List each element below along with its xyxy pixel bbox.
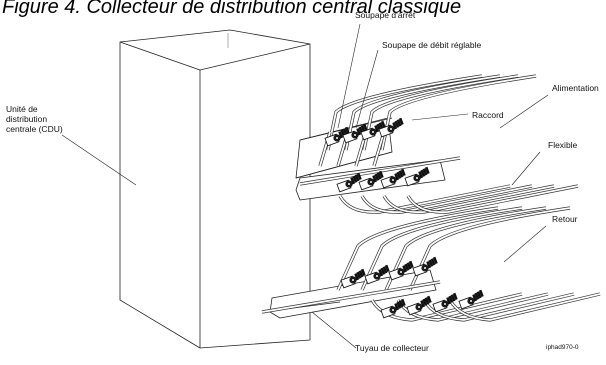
leader-cdu bbox=[61, 134, 137, 186]
figure-title: Figure 4. Collecteur de distribution cen… bbox=[2, 0, 462, 18]
label-cdu: Unité de distribution centrale (CDU) bbox=[6, 104, 63, 134]
middle-valve-2 bbox=[358, 170, 384, 191]
leader-manifold-pipe bbox=[311, 311, 357, 349]
label-fitting: Raccord bbox=[472, 110, 504, 120]
lower-valve-2 bbox=[406, 295, 432, 316]
cdu-box bbox=[119, 29, 311, 349]
figure-code: iphad970-0 bbox=[546, 344, 579, 351]
lower-valve-3 bbox=[432, 292, 458, 313]
label-supply: Alimentation bbox=[552, 83, 599, 93]
lower-valve-4 bbox=[458, 289, 484, 310]
leader-flow-valve bbox=[355, 49, 379, 129]
return-valve-3 bbox=[388, 260, 414, 281]
leader-fitting bbox=[411, 113, 469, 121]
label-return: Retour bbox=[552, 214, 578, 224]
return-valve-2 bbox=[364, 264, 390, 285]
supply-valve-3 bbox=[360, 120, 386, 141]
leader-stop-valve bbox=[337, 23, 361, 129]
label-stop-valve: Soupape d'arrêt bbox=[355, 10, 416, 20]
supply-valve-4 bbox=[378, 117, 404, 138]
label-flow-valve: Soupape de débit réglable bbox=[382, 40, 482, 50]
lower-valve-1 bbox=[380, 298, 406, 319]
return-valve-1 bbox=[340, 268, 366, 289]
label-manifold-pipe: Tuyau de collecteur bbox=[355, 343, 429, 353]
label-hose: Flexible bbox=[548, 140, 578, 150]
leader-supply bbox=[499, 94, 549, 129]
leader-hose bbox=[511, 151, 541, 186]
middle-valve-1 bbox=[336, 172, 362, 193]
return-valve-4 bbox=[412, 256, 438, 277]
leader-return bbox=[503, 225, 547, 263]
middle-valve-4 bbox=[404, 166, 430, 187]
middle-valve-3 bbox=[380, 168, 406, 189]
